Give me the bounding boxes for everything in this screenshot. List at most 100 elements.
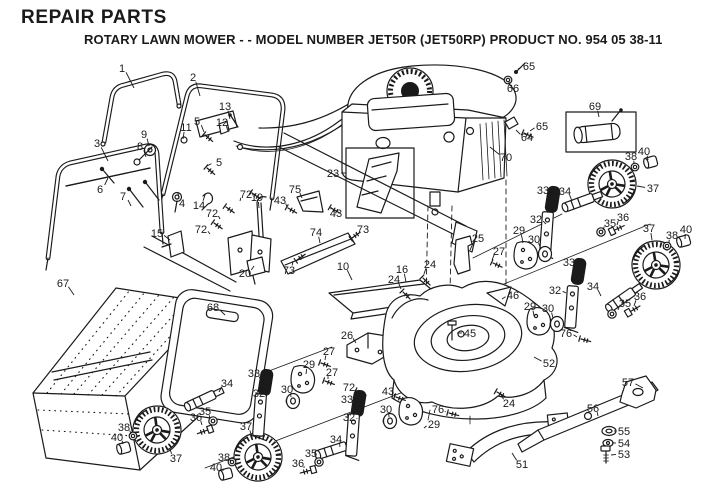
callout-30: 30 <box>281 384 293 396</box>
callout-37: 37 <box>647 183 659 195</box>
callout-leader-43 <box>285 203 288 208</box>
callout-leader-34 <box>569 194 573 202</box>
screw-drawing <box>489 259 504 271</box>
callout-leader-37 <box>249 430 253 438</box>
callout-leader-73 <box>291 260 294 266</box>
callout-leader-56 <box>596 412 599 417</box>
callout-leader-33 <box>351 402 354 407</box>
callout-26: 26 <box>341 330 353 342</box>
callout-leader-36 <box>633 300 637 307</box>
callout-leader-14 <box>202 194 206 201</box>
blade-assembly-drawing <box>517 375 659 464</box>
mower-deck-drawing <box>382 274 558 425</box>
callout-leader-27 <box>324 355 327 361</box>
callout-30: 30 <box>542 303 554 315</box>
callout-11: 11 <box>180 122 191 134</box>
callout-33: 33 <box>248 368 260 380</box>
handle-hardware-drawing <box>99 113 239 213</box>
callout-leader-32 <box>542 220 547 225</box>
callout-38: 38 <box>218 452 230 464</box>
callout-leader-38 <box>229 459 232 462</box>
callout-leader-73 <box>355 231 357 235</box>
callout-55: 55 <box>618 426 630 438</box>
callout-leader-43 <box>393 393 396 396</box>
callout-24: 24 <box>424 259 436 271</box>
callout-leader-37 <box>169 448 173 454</box>
callout-leader-29 <box>520 234 524 244</box>
callout-9: 9 <box>141 129 147 141</box>
callout-57: 57 <box>622 377 634 389</box>
bolt-drawing <box>195 424 215 438</box>
callout-46: 46 <box>507 290 519 302</box>
callout-leader-64 <box>515 129 521 135</box>
callout-37: 37 <box>170 453 182 465</box>
bag-frame-drawing <box>160 289 274 424</box>
callout-leader-51 <box>511 452 517 461</box>
nut-drawing <box>630 162 640 172</box>
callout-73: 73 <box>357 224 369 236</box>
callout-leader-34 <box>218 386 223 393</box>
screw-drawing <box>322 377 336 388</box>
detail-box-69 <box>565 108 637 153</box>
callout-37: 37 <box>643 223 655 235</box>
callout-35: 35 <box>604 218 616 230</box>
callout-leader-8 <box>143 150 147 158</box>
callout-24: 24 <box>388 274 400 286</box>
callout-leader-32 <box>562 290 567 294</box>
callout-leader-67 <box>68 286 75 296</box>
callout-leader-36 <box>616 220 619 226</box>
callout-leader-72 <box>218 215 221 220</box>
callout-33: 33 <box>341 394 353 406</box>
callout-leader-5 <box>206 163 212 167</box>
callout-36: 36 <box>634 291 646 303</box>
callout-leader-9 <box>146 138 150 147</box>
callout-40: 40 <box>210 462 222 474</box>
callout-leader-68 <box>219 309 226 316</box>
callout-leader-65 <box>517 66 522 70</box>
callout-1: 1 <box>119 63 125 75</box>
callout-3: 3 <box>94 138 100 150</box>
callout-38: 38 <box>625 151 637 163</box>
callout-leader-24 <box>499 392 504 400</box>
callout-14: 14 <box>193 200 205 212</box>
callout-32: 32 <box>343 412 355 424</box>
callout-32: 32 <box>549 285 561 297</box>
callout-43: 43 <box>382 386 394 398</box>
callout-27: 27 <box>326 367 338 379</box>
callout-leader-30 <box>538 242 542 250</box>
callout-25: 25 <box>472 233 484 245</box>
callout-leader-76 <box>573 334 578 338</box>
callout-leader-12 <box>225 126 229 132</box>
callout-73: 73 <box>283 265 295 277</box>
callout-35: 35 <box>619 298 631 310</box>
callout-leader-35 <box>602 226 605 231</box>
callout-leader-40 <box>121 440 124 445</box>
callout-leader-46 <box>501 296 506 300</box>
screw-drawing <box>222 203 237 216</box>
callout-16: 16 <box>396 264 408 276</box>
callout-leader-57 <box>635 383 644 389</box>
callout-33: 33 <box>563 257 575 269</box>
callout-29: 29 <box>428 419 440 431</box>
callout-27: 27 <box>493 246 505 258</box>
callout-43: 43 <box>330 208 342 220</box>
callout-leader-72 <box>207 231 211 235</box>
page-title: REPAIR PARTS <box>21 7 167 28</box>
callout-54: 54 <box>618 438 630 450</box>
callout-43: 43 <box>274 195 286 207</box>
callout-leader-15 <box>163 235 171 241</box>
callout-30: 30 <box>380 404 392 416</box>
callout-56: 56 <box>587 403 599 415</box>
callout-leader-3 <box>100 147 109 162</box>
callout-65: 65 <box>523 61 535 73</box>
callout-leader-24 <box>398 282 402 290</box>
callout-leader-33 <box>258 376 262 382</box>
callout-leader-33 <box>547 193 551 199</box>
callout-53: 53 <box>618 449 630 461</box>
nut-drawing <box>662 241 672 251</box>
callout-66: 66 <box>507 83 519 95</box>
detail-box-23 <box>345 147 415 219</box>
